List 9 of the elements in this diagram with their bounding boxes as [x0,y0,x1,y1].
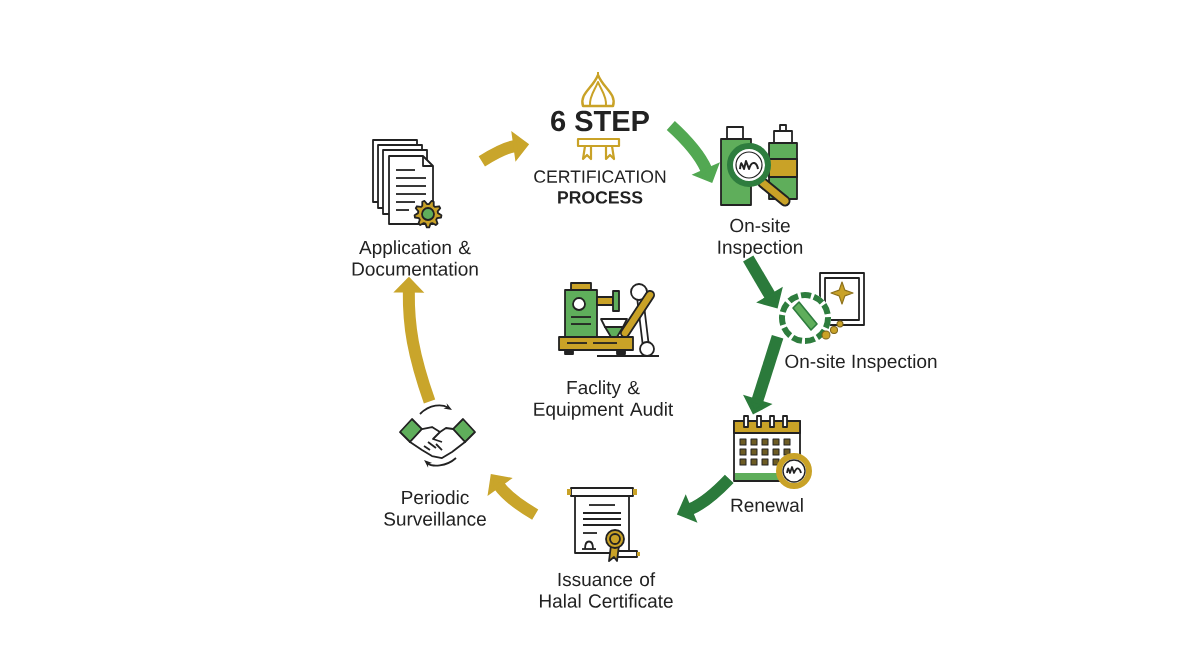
step-label: Issuance of Halal Certificate [540,572,673,608]
step-label: Periodic Surveillance [384,490,486,526]
step-label: Application & Documentation [352,240,478,276]
step-label: On-site Inspection [785,354,937,372]
heading: 6 STEP [551,110,649,132]
step-label: On-site Inspection [718,218,803,258]
subheading: CERTIFICATION PROCESS [534,170,666,204]
step-label: Faclity & Equipment Audit [534,380,674,420]
step-label: Renewal [731,498,803,512]
